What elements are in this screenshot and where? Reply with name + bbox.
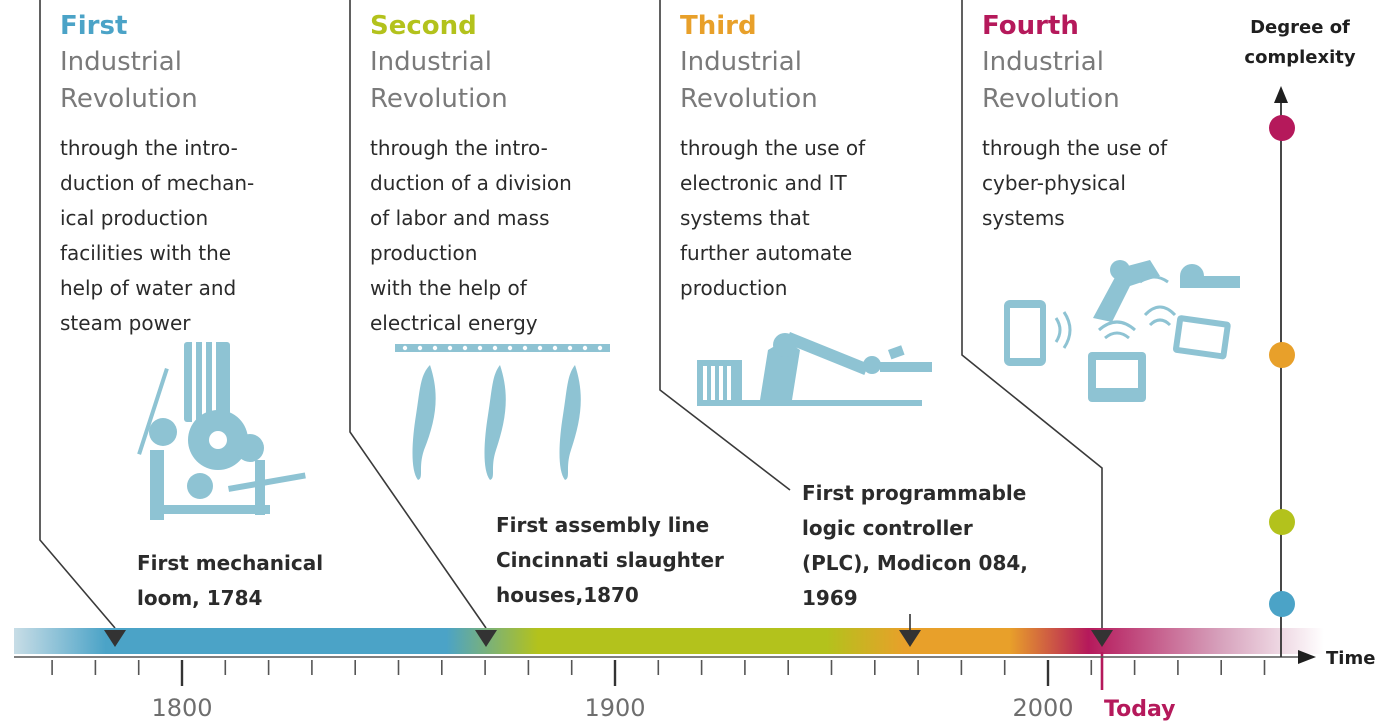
connector-third [659, 0, 791, 491]
marker-fourth [1091, 630, 1113, 647]
first-title-line2: Revolution [60, 84, 198, 114]
time-axis-ticks [51, 660, 1266, 675]
connector-fourth [961, 0, 1103, 628]
third-desc-1: through the use of [680, 136, 866, 160]
first-event-line1: First mechanical [137, 551, 323, 575]
first-ordinal: First [60, 11, 127, 41]
second-desc-4: production [370, 241, 477, 265]
complexity-label-line1: Degree of [1250, 17, 1350, 38]
fourth-title-line1: Industrial [982, 47, 1104, 77]
marker-first [104, 630, 126, 647]
column-first: First Industrial Revolution through the … [60, 11, 254, 335]
fourth-desc-1: through the use of [982, 136, 1168, 160]
second-ordinal: Second [370, 11, 477, 41]
second-event-line1: First assembly line [496, 513, 709, 537]
time-axis-label: Time [1326, 648, 1375, 669]
tick-label-1900: 1900 [584, 694, 645, 722]
complexity-arrow-icon [1274, 86, 1288, 103]
third-event-line1: First programmable [802, 481, 1026, 505]
tick-label-2000: 2000 [1012, 694, 1073, 722]
marker-second [475, 630, 497, 647]
time-arrow-icon [1298, 650, 1316, 664]
second-desc-3: of labor and mass [370, 206, 550, 230]
first-desc-5: help of water and [60, 276, 236, 300]
third-event-line2: logic controller [802, 516, 973, 540]
timeline-bar [14, 628, 1324, 654]
second-desc-6: electrical energy [370, 311, 538, 335]
third-desc-5: production [680, 276, 787, 300]
timeline-markers [104, 614, 1113, 647]
assembly-line-icon [395, 344, 610, 480]
column-third: Third Industrial Revolution through the … [680, 11, 866, 300]
third-event-line4: 1969 [802, 586, 858, 610]
connector-second [349, 0, 487, 629]
second-event-line2: Cincinnati slaughter [496, 548, 724, 572]
third-ordinal: Third [680, 11, 757, 41]
second-event-line3: houses,1870 [496, 583, 639, 607]
connector-lines [39, 0, 1103, 629]
column-fourth: Fourth Industrial Revolution through the… [982, 11, 1168, 230]
column-second: Second Industrial Revolution through the… [370, 11, 572, 335]
tick-label-1800: 1800 [151, 694, 212, 722]
third-title-line1: Industrial [680, 47, 802, 77]
fourth-ordinal: Fourth [982, 11, 1079, 41]
third-desc-2: electronic and IT [680, 171, 847, 195]
complexity-dot-second [1269, 509, 1295, 535]
first-desc-3: ical production [60, 206, 208, 230]
complexity-dot-fourth [1269, 115, 1295, 141]
today-label: Today [1104, 697, 1175, 722]
mechanical-loom-icon [137, 338, 306, 520]
first-title-line1: Industrial [60, 47, 182, 77]
second-title-line2: Revolution [370, 84, 508, 114]
marker-third [899, 630, 921, 647]
third-desc-3: systems that [680, 206, 810, 230]
third-desc-4: further automate [680, 241, 852, 265]
third-title-line2: Revolution [680, 84, 818, 114]
event-second: First assembly line Cincinnati slaughter… [496, 513, 724, 607]
complexity-dot-first [1269, 591, 1295, 617]
second-desc-5: with the help of [370, 276, 528, 300]
first-desc-4: facilities with the [60, 241, 231, 265]
event-first: First mechanical loom, 1784 [137, 551, 323, 610]
second-desc-2: duction of a division [370, 171, 572, 195]
first-desc-1: through the intro- [60, 136, 238, 160]
fourth-desc-2: cyber-physical [982, 171, 1126, 195]
fourth-desc-3: systems [982, 206, 1065, 230]
robot-arm-icon [697, 331, 932, 406]
third-event-line3: (PLC), Modicon 084, [802, 551, 1028, 575]
complexity-label-line2: complexity [1244, 47, 1355, 68]
first-event-line2: loom, 1784 [137, 586, 262, 610]
event-third: First programmable logic controller (PLC… [802, 481, 1028, 610]
cyber-physical-devices-icon [1004, 260, 1240, 402]
fourth-title-line2: Revolution [982, 84, 1120, 114]
connector-first [39, 0, 116, 629]
second-title-line1: Industrial [370, 47, 492, 77]
first-desc-6: steam power [60, 311, 191, 335]
complexity-dot-third [1269, 342, 1295, 368]
second-desc-1: through the intro- [370, 136, 548, 160]
first-desc-2: duction of mechan- [60, 171, 254, 195]
